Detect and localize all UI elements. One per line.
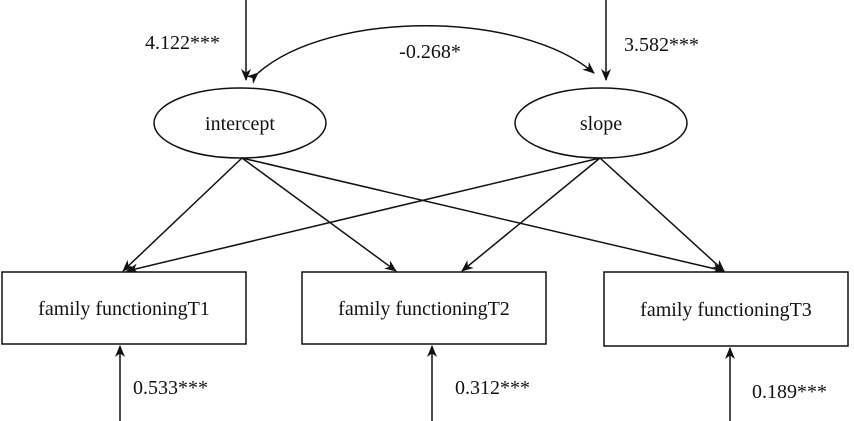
intercept-ellipse [153,87,327,159]
intercept-to-t2-arrow [241,157,397,272]
t3-error-label: 0.189*** [752,381,827,403]
intercept-label: intercept [205,113,275,135]
t1-error-label: 0.533*** [133,377,208,399]
t2-label: family functioningT2 [338,298,510,320]
intercept-mean-label: 4.122*** [145,32,220,54]
t3-label: family functioningT3 [640,299,812,321]
t1-label: family functioningT1 [38,298,210,320]
slope-mean-label: 3.582*** [624,34,699,56]
intercept-to-t3-arrow [241,157,725,274]
t2-box [301,271,547,345]
t1-box [1,271,247,345]
slope-to-t2-arrow [461,157,601,272]
t2-error-label: 0.312*** [455,377,530,399]
covariance-label: -0.268* [399,41,461,63]
slope-to-t3-arrow [599,157,725,272]
slope-to-t1-arrow [126,157,601,274]
intercept-to-t1-arrow [122,157,243,272]
t3-box [603,271,849,347]
covariance-arc [246,25,595,84]
slope-label: slope [580,113,622,135]
